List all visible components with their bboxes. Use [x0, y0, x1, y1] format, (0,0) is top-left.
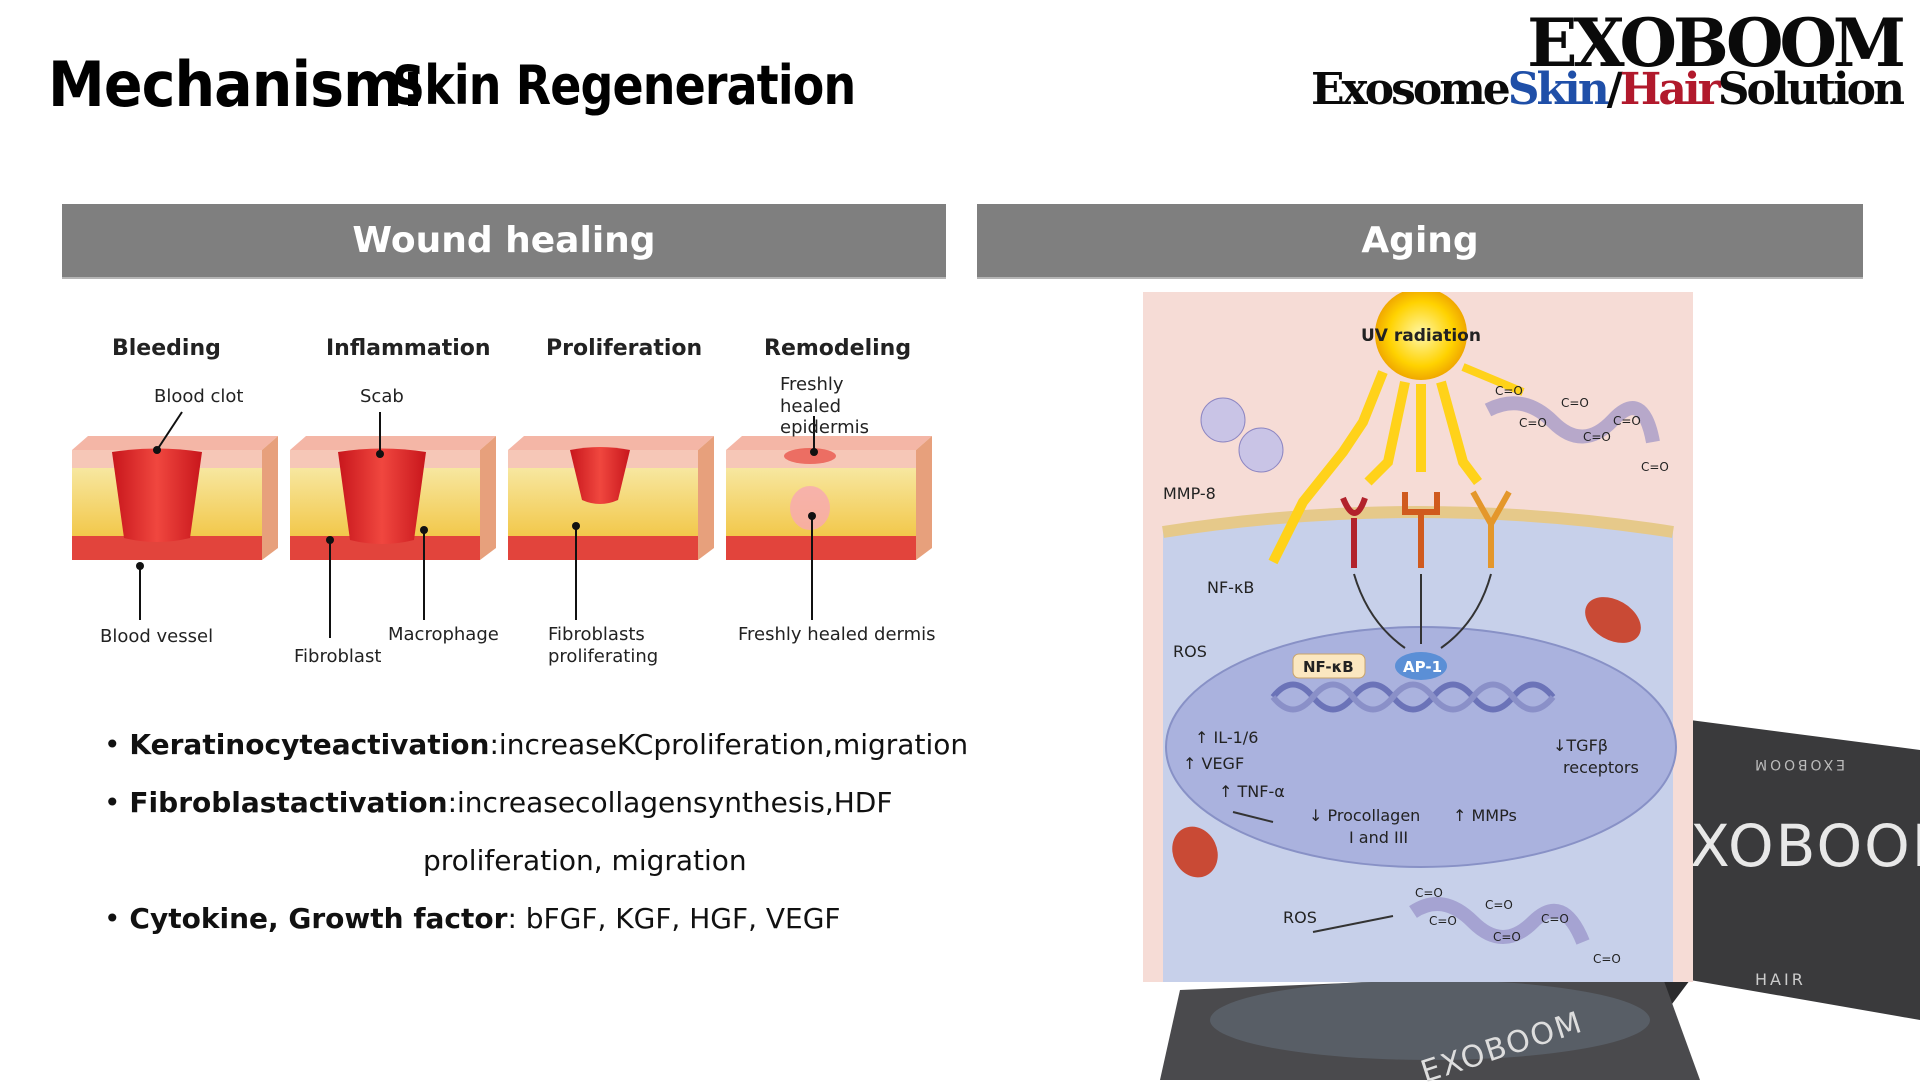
label-nfkb-box: NF-κB [1303, 658, 1354, 676]
stage-title-proliferation: Proliferation [546, 336, 703, 361]
wound-healing-diagram: Bleeding Inflammation Proliferation Remo… [62, 320, 946, 680]
label-co: C=O [1641, 460, 1669, 474]
label-fibroblasts-proliferating: Fibroblasts proliferating [548, 624, 659, 667]
aging-illustration [1162, 292, 1677, 982]
label-ap1: AP-1 [1403, 658, 1443, 676]
skin-block-bleeding [72, 411, 278, 620]
product-box-top: EXOBOOM [1752, 756, 1846, 772]
label-co: C=O [1519, 416, 1547, 430]
label-procollagen: ↓ Procollagen [1309, 806, 1421, 825]
bullet-fibroblast: • Fibroblastactivation:increasecollagens… [104, 786, 893, 819]
label-scab: Scab [360, 386, 404, 407]
label-blood-vessel: Blood vessel [100, 626, 214, 647]
label-nfkb: NF-κB [1207, 578, 1255, 597]
label-uv-radiation: UV radiation [1361, 326, 1481, 346]
label-blood-clot: Blood clot [154, 386, 244, 407]
label-co: C=O [1495, 384, 1523, 398]
label-co: C=O [1485, 898, 1513, 912]
label-vegf: ↑ VEGF [1183, 754, 1245, 773]
label-co: C=O [1429, 914, 1457, 928]
label-tgfb-receptors: receptors [1563, 758, 1639, 777]
skin-block-remodeling [726, 416, 932, 620]
product-boxes [1160, 720, 1920, 1080]
aging-diagram: UV radiation MMP-8 NF-κB ROS NF-κB AP-1 … [1143, 292, 1693, 982]
aging-header: Aging [977, 204, 1863, 279]
bullet-keratinocyte: • Keratinocyteactivation:increaseKCproli… [104, 728, 969, 761]
label-co: C=O [1583, 430, 1611, 444]
brand-tagline: ExosomeSkin/HairSolution [1310, 64, 1905, 115]
skin-block-inflammation [290, 412, 496, 638]
label-co: C=O [1415, 886, 1443, 900]
label-tgfb: ↓TGFβ [1553, 736, 1608, 755]
stage-title-bleeding: Bleeding [112, 336, 221, 361]
brand-logo: EXOBOOM [1527, 4, 1906, 82]
label-co: C=O [1561, 396, 1589, 410]
page-title: Mechanism: [48, 48, 424, 121]
label-co: C=O [1493, 930, 1521, 944]
label-ros-bottom: ROS [1283, 908, 1317, 927]
stage-title-remodeling: Remodeling [764, 336, 912, 361]
page-subtitle: Skin Regeneration [392, 54, 856, 117]
label-tnf: ↑ TNF-α [1219, 782, 1285, 801]
label-freshly-healed-epidermis: Freshly healed epidermis [780, 374, 869, 439]
label-co: C=O [1593, 952, 1621, 966]
label-il: ↑ IL-1/6 [1195, 728, 1259, 747]
label-co: C=O [1541, 912, 1569, 926]
bullet-fibroblast-cont: proliferation, migration [423, 844, 747, 877]
wound-healing-header: Wound healing [62, 204, 946, 279]
product-box-text: XOBOON [1690, 812, 1920, 880]
product-box-sub: HAIR [1755, 970, 1806, 989]
label-ros: ROS [1173, 642, 1207, 661]
label-macrophage: Macrophage [388, 624, 499, 645]
bullet-cytokine: • Cytokine, Growth factor: bFGF, KGF, HG… [104, 902, 841, 935]
label-co: C=O [1613, 414, 1641, 428]
label-procollagen-types: I and III [1349, 828, 1409, 847]
stage-title-inflammation: Inflammation [326, 336, 491, 361]
label-mmp8: MMP-8 [1163, 484, 1216, 503]
skin-cross-sections [72, 411, 932, 638]
label-mmps: ↑ MMPs [1453, 806, 1517, 825]
label-freshly-healed-dermis: Freshly healed dermis [738, 624, 936, 645]
skin-block-proliferation [508, 436, 714, 620]
label-fibroblast: Fibroblast [294, 646, 382, 667]
